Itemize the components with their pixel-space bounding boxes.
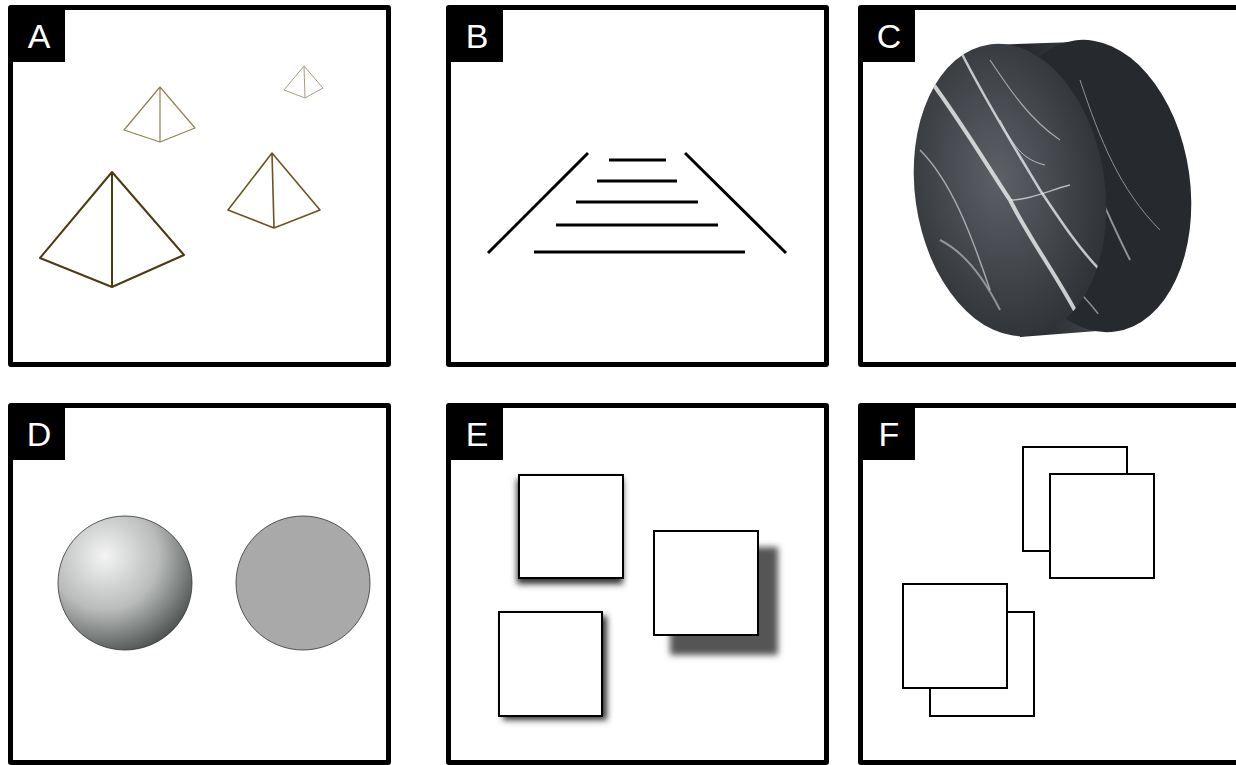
panel-label-box: F (863, 408, 915, 460)
panel-letter: D (27, 417, 52, 451)
pyramids (40, 66, 323, 287)
panel-letter: E (466, 417, 489, 451)
figure-panel: C (858, 5, 1236, 367)
panel-label-box: A (13, 10, 65, 62)
figure-panel: F (858, 403, 1236, 765)
marble-cylinder (895, 27, 1209, 349)
shadowed-squares (499, 475, 778, 720)
panel-letter: A (28, 19, 51, 53)
figure-panel: B (446, 5, 829, 367)
perspective-lines (488, 153, 786, 253)
figure-panel: A (8, 5, 391, 367)
figure-panel: E (446, 403, 829, 765)
shaded-sphere (58, 516, 192, 650)
panel-label-box: B (451, 10, 503, 62)
panel-letter: C (877, 19, 902, 53)
panel-label-box: C (863, 10, 915, 62)
panel-letter: B (466, 19, 489, 53)
figure-panel: D (8, 403, 391, 765)
flat-circle (236, 516, 370, 650)
panel-letter: F (879, 417, 900, 451)
panel-label-box: E (451, 408, 503, 460)
panel-label-box: D (13, 408, 65, 460)
overlapping-squares (903, 447, 1154, 716)
